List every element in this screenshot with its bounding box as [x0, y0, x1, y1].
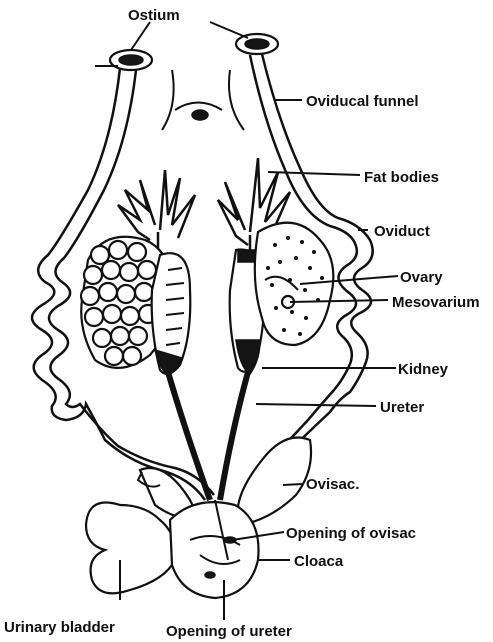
urinary-bladder [86, 503, 175, 594]
opening-of-ureter [205, 572, 215, 578]
ostium-right [236, 34, 278, 54]
label-oviduct: Oviduct [374, 223, 430, 240]
label-mesovarium: Mesovarium [392, 294, 480, 311]
liver-outline [162, 70, 244, 130]
label-opening-of-ureter: Opening of ureter [166, 623, 292, 640]
label-fat-bodies: Fat bodies [364, 169, 439, 186]
cloaca [170, 500, 259, 598]
label-ureter: Ureter [380, 399, 424, 416]
ovisac-right [238, 438, 311, 526]
label-cloaca: Cloaca [294, 553, 344, 570]
label-kidney: Kidney [398, 361, 449, 378]
ureter-right [220, 372, 248, 500]
label-urinary-bladder: Urinary bladder [4, 619, 115, 636]
label-ovisac: Ovisac. [306, 476, 359, 493]
label-ostium: Ostium [128, 7, 180, 24]
label-oviducal-funnel: Oviducal funnel [306, 93, 419, 110]
label-ovary: Ovary [400, 269, 443, 286]
label-opening-of-ovisac: Opening of ovisac [286, 525, 416, 542]
ovary-right [255, 223, 334, 345]
kidney-left [152, 253, 191, 375]
